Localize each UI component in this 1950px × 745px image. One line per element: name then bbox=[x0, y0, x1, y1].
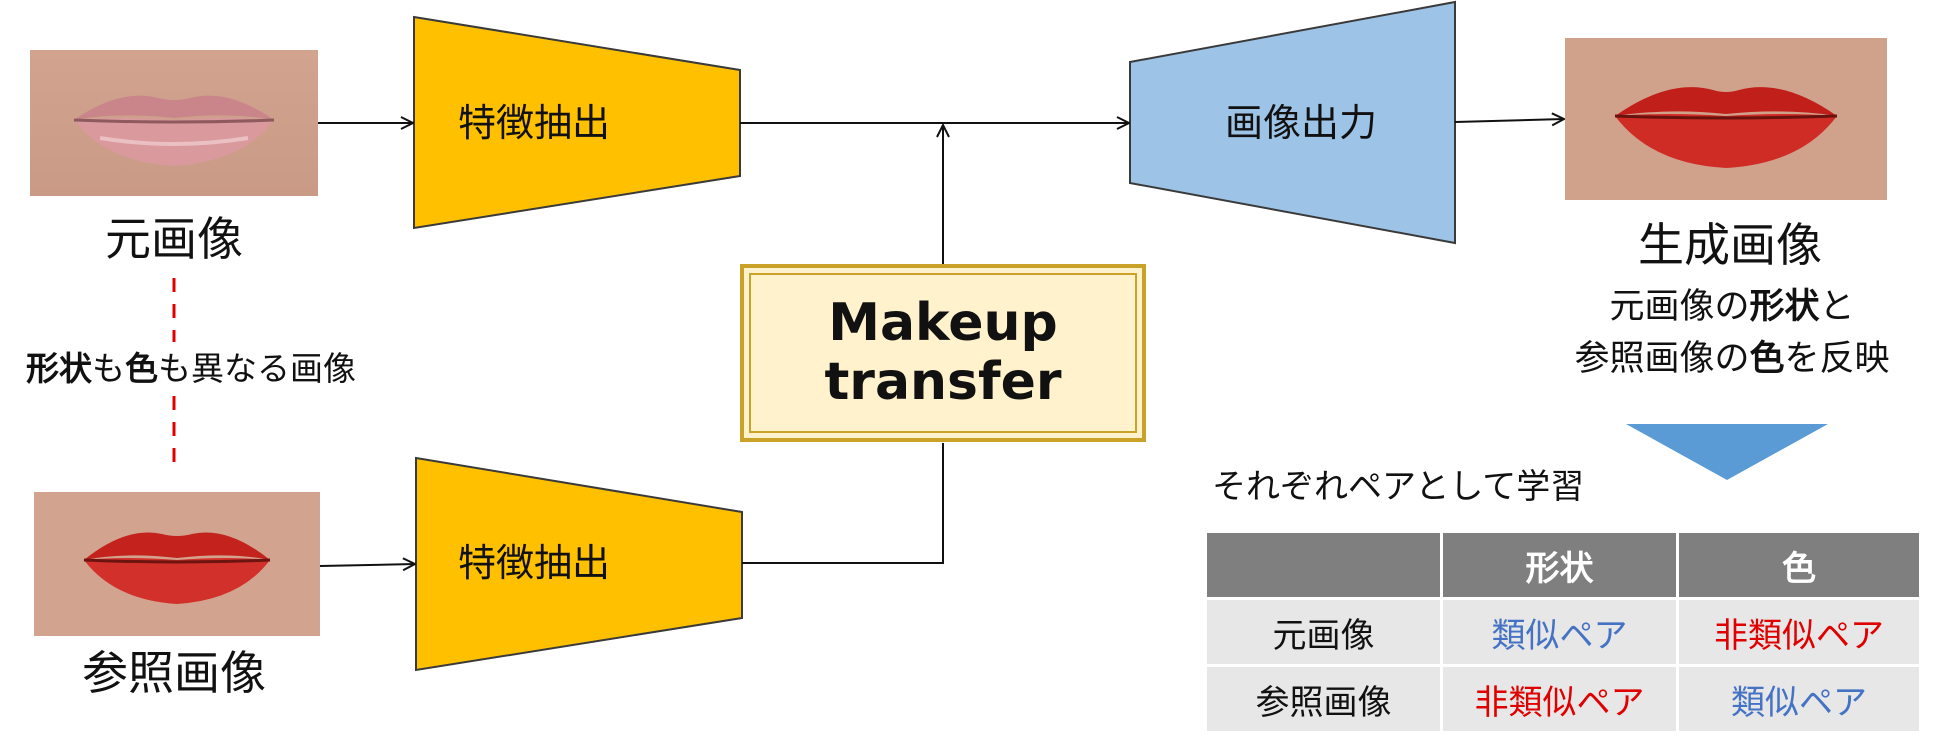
table-header-shape: 形状 bbox=[1442, 533, 1676, 597]
cell-source-shape: 類似ペア bbox=[1442, 600, 1676, 664]
source-caption: 元画像 bbox=[105, 212, 243, 266]
makeup-transfer-box: Makeup transfer bbox=[740, 264, 1146, 442]
source-lip-photo bbox=[30, 50, 318, 196]
output-desc2-part-0: 参照画像の bbox=[1574, 339, 1750, 379]
makeup-transfer-label: Makeup transfer bbox=[824, 294, 1061, 412]
table-header-empty bbox=[1207, 533, 1440, 597]
reference-lip-photo bbox=[34, 492, 320, 636]
cell-reference-shape: 非類似ペア bbox=[1442, 667, 1676, 731]
output-desc1-part-1: 形状 bbox=[1749, 287, 1820, 327]
encoder-top bbox=[413, 15, 741, 230]
output-description-line2: 参照画像の色を反映 bbox=[1532, 338, 1932, 382]
output-caption: 生成画像 bbox=[1638, 218, 1822, 272]
reference-caption: 参照画像 bbox=[82, 646, 266, 700]
makeup-transfer-line2: transfer bbox=[824, 352, 1062, 412]
down-triangle-icon bbox=[1626, 424, 1828, 480]
relation-part-1: も bbox=[92, 349, 125, 388]
table-row: 参照画像 非類似ペア 類似ペア bbox=[1207, 667, 1919, 731]
training-heading: それぞれペアとして学習 bbox=[1212, 467, 1585, 507]
output-desc2-part-2: を反映 bbox=[1784, 339, 1890, 379]
decoder bbox=[1129, 0, 1456, 245]
arrow-reference-to-encoder bbox=[319, 564, 415, 566]
cell-reference-color: 類似ペア bbox=[1678, 667, 1919, 731]
encoder-bottom-label: 特徴抽出 bbox=[458, 541, 611, 585]
table-row: 元画像 類似ペア 非類似ペア bbox=[1207, 600, 1919, 664]
output-description-line1: 元画像の形状と bbox=[1582, 286, 1882, 330]
output-desc2-part-1: 色 bbox=[1749, 339, 1785, 379]
table-header-row: 形状 色 bbox=[1207, 533, 1919, 597]
encoder-bottom bbox=[415, 456, 743, 672]
table-header-color: 色 bbox=[1678, 533, 1919, 597]
cell-source-color: 非類似ペア bbox=[1678, 600, 1919, 664]
connector-encoder-bottom-to-makeup bbox=[742, 443, 944, 564]
relation-part-2: 色 bbox=[125, 349, 158, 388]
generated-lip-photo bbox=[1565, 38, 1887, 200]
encoder-top-label: 特徴抽出 bbox=[458, 101, 611, 145]
decoder-label: 画像出力 bbox=[1225, 101, 1378, 145]
relation-part-3: も異なる画像 bbox=[158, 349, 356, 388]
row-label-source: 元画像 bbox=[1207, 600, 1440, 664]
relation-part-0: 形状 bbox=[26, 349, 92, 388]
makeup-transfer-line1: Makeup bbox=[828, 293, 1058, 354]
training-pairs-table: 形状 色 元画像 類似ペア 非類似ペア 参照画像 非類似ペア 類似ペア bbox=[1204, 530, 1922, 734]
output-desc1-part-2: と bbox=[1819, 287, 1855, 327]
arrow-decoder-to-output bbox=[1454, 119, 1564, 122]
relation-note: 形状も色も異なる画像 bbox=[26, 348, 356, 389]
output-desc1-part-0: 元画像の bbox=[1609, 287, 1750, 327]
row-label-reference: 参照画像 bbox=[1207, 667, 1440, 731]
